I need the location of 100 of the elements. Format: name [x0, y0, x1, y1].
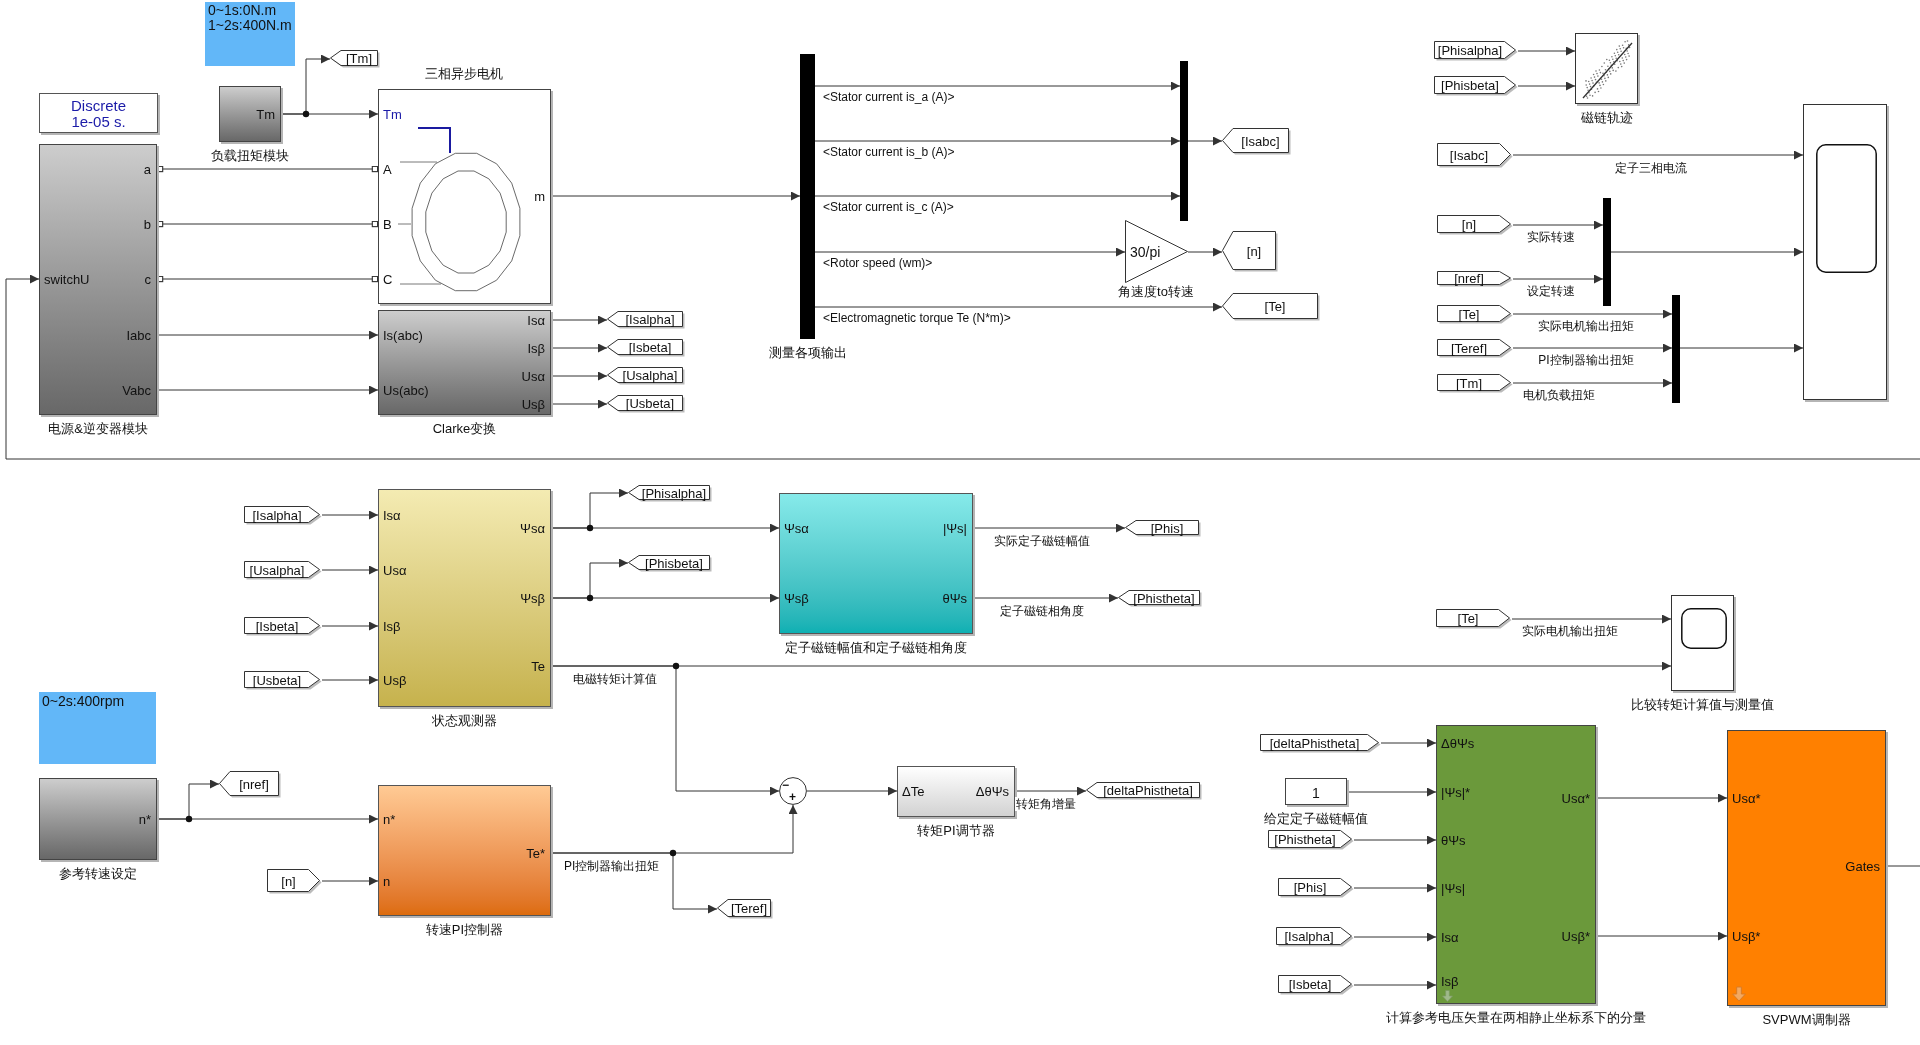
port-label: Vabc — [122, 383, 151, 399]
port-label: Tm — [256, 107, 275, 123]
sign-label: − — [782, 779, 789, 791]
from-tag — [244, 617, 322, 636]
signal-arrow — [806, 786, 898, 796]
tag-label: [Isbeta] — [255, 618, 299, 635]
port-label: b — [143, 217, 151, 233]
signal-arrow — [972, 523, 1126, 533]
tag-label: [deltaPhistheta] — [1269, 735, 1360, 752]
signal-arrow — [1014, 786, 1087, 796]
sign-label: + — [789, 791, 796, 803]
solver-label: 1e-05 s. — [71, 114, 126, 130]
from-tag — [1437, 215, 1513, 235]
signal-arrow — [1595, 793, 1728, 803]
from-tag — [267, 869, 322, 894]
tag-label: [Teref] — [730, 901, 768, 917]
subsystem-block — [219, 86, 281, 142]
signal-arrow — [1353, 883, 1437, 893]
subsystem-block — [1727, 730, 1886, 1006]
port-label: Isα — [383, 508, 401, 524]
from-tag — [1437, 305, 1513, 324]
signal-arrow — [321, 510, 379, 520]
tag-label: [Teref] — [1450, 340, 1488, 357]
port-label: n* — [138, 812, 151, 828]
signal-arrow — [1353, 980, 1437, 990]
tag-label: [Isalpha] — [252, 507, 302, 524]
port-label: Te — [531, 659, 545, 675]
goto-tag — [1118, 590, 1202, 607]
block-caption: 角速度to转速 — [1118, 284, 1194, 299]
port-label: n — [383, 874, 391, 890]
tag-label: [Te] — [1457, 611, 1479, 627]
signal-arrow — [321, 675, 379, 685]
tag-label: [n] — [1461, 217, 1477, 233]
port-label: Ψsβ — [520, 591, 545, 607]
subsystem-block — [39, 778, 157, 860]
gain-block — [1125, 220, 1188, 283]
goto-tag — [607, 339, 685, 357]
block-caption: Clarke变换 — [432, 421, 497, 436]
port-label: Tm — [383, 107, 402, 123]
tag-label: [Isbeta] — [1288, 977, 1332, 993]
signal-arrow — [1187, 136, 1223, 146]
port-label: |Ψs| — [1441, 881, 1466, 897]
from-tag — [1276, 927, 1354, 947]
signal-arrow — [1517, 46, 1576, 56]
port-label: Isβ — [527, 341, 545, 357]
note-text: 1~2s:400N.m — [208, 17, 292, 33]
block-caption: 三相异步电机 — [425, 66, 503, 81]
signal-arrow — [1610, 247, 1804, 257]
port-label: Isβ — [383, 619, 401, 635]
block-caption: 转矩PI调节器 — [917, 823, 995, 838]
signal-label: 实际定子磁链幅值 — [993, 534, 1091, 548]
signal-arrow — [1512, 378, 1673, 388]
signal-label: 转矩角增量 — [1015, 797, 1077, 811]
subsystem-block — [39, 144, 157, 415]
tag-label: [Usalpha] — [622, 368, 678, 384]
signal-arrow — [1512, 274, 1604, 284]
signal-arrow — [550, 191, 801, 201]
tag-label: [Isabc] — [1449, 147, 1489, 164]
block-caption: 给定定子磁链幅值 — [1264, 811, 1368, 826]
tag-label: [Isalpha] — [1284, 929, 1334, 945]
from-tag — [1278, 975, 1354, 995]
signal-arrow — [1679, 343, 1804, 353]
signal-arrow — [814, 247, 1126, 257]
from-tag — [1437, 143, 1513, 168]
tag-label: [n] — [1246, 243, 1262, 260]
from-tag — [244, 506, 322, 525]
signal-arrow — [550, 665, 780, 796]
tag-label: [Phisalpha] — [1437, 43, 1503, 59]
gain-value: 30/pi — [1130, 244, 1161, 260]
signal-arrow — [321, 565, 379, 575]
signal-arrow — [1353, 835, 1437, 845]
tag-label: [Usbeta] — [625, 396, 675, 412]
signal-arrow — [156, 779, 220, 820]
tag-label: [Phis] — [1293, 880, 1327, 896]
signal-label: <Stator current is_b (A)> — [822, 145, 956, 159]
port-label: Iabc — [126, 328, 151, 344]
from-tag — [1278, 878, 1354, 898]
from-tag — [1260, 734, 1381, 753]
goto-tag — [607, 395, 685, 413]
port-label: Usβ — [383, 673, 407, 689]
bus-bar — [1180, 61, 1188, 221]
signal-arrow — [1512, 150, 1804, 160]
signal-arrow — [814, 302, 1223, 312]
tag-label: [nref] — [239, 776, 269, 793]
port-label: Usα — [383, 563, 407, 579]
bus-bar — [800, 54, 815, 339]
tag-label: [Phisbeta] — [1441, 78, 1499, 94]
port-label: Is(abc) — [383, 328, 423, 344]
tag-label: [nref] — [1454, 271, 1484, 287]
connection-line — [156, 220, 379, 228]
port-label: Usβ* — [1561, 929, 1590, 945]
block-caption: 定子磁链幅值和定子磁链相角度 — [785, 640, 967, 655]
signal-arrow — [1595, 931, 1728, 941]
signal-arrow — [550, 315, 608, 325]
bus-bar — [1672, 295, 1680, 403]
from-tag — [244, 561, 322, 580]
signal-arrow — [550, 558, 629, 599]
signal-label: 定子磁链相角度 — [999, 604, 1085, 618]
note-text: 0~1s:0N.m — [208, 2, 277, 18]
tag-label: [deltaPhistheta] — [1103, 783, 1193, 799]
